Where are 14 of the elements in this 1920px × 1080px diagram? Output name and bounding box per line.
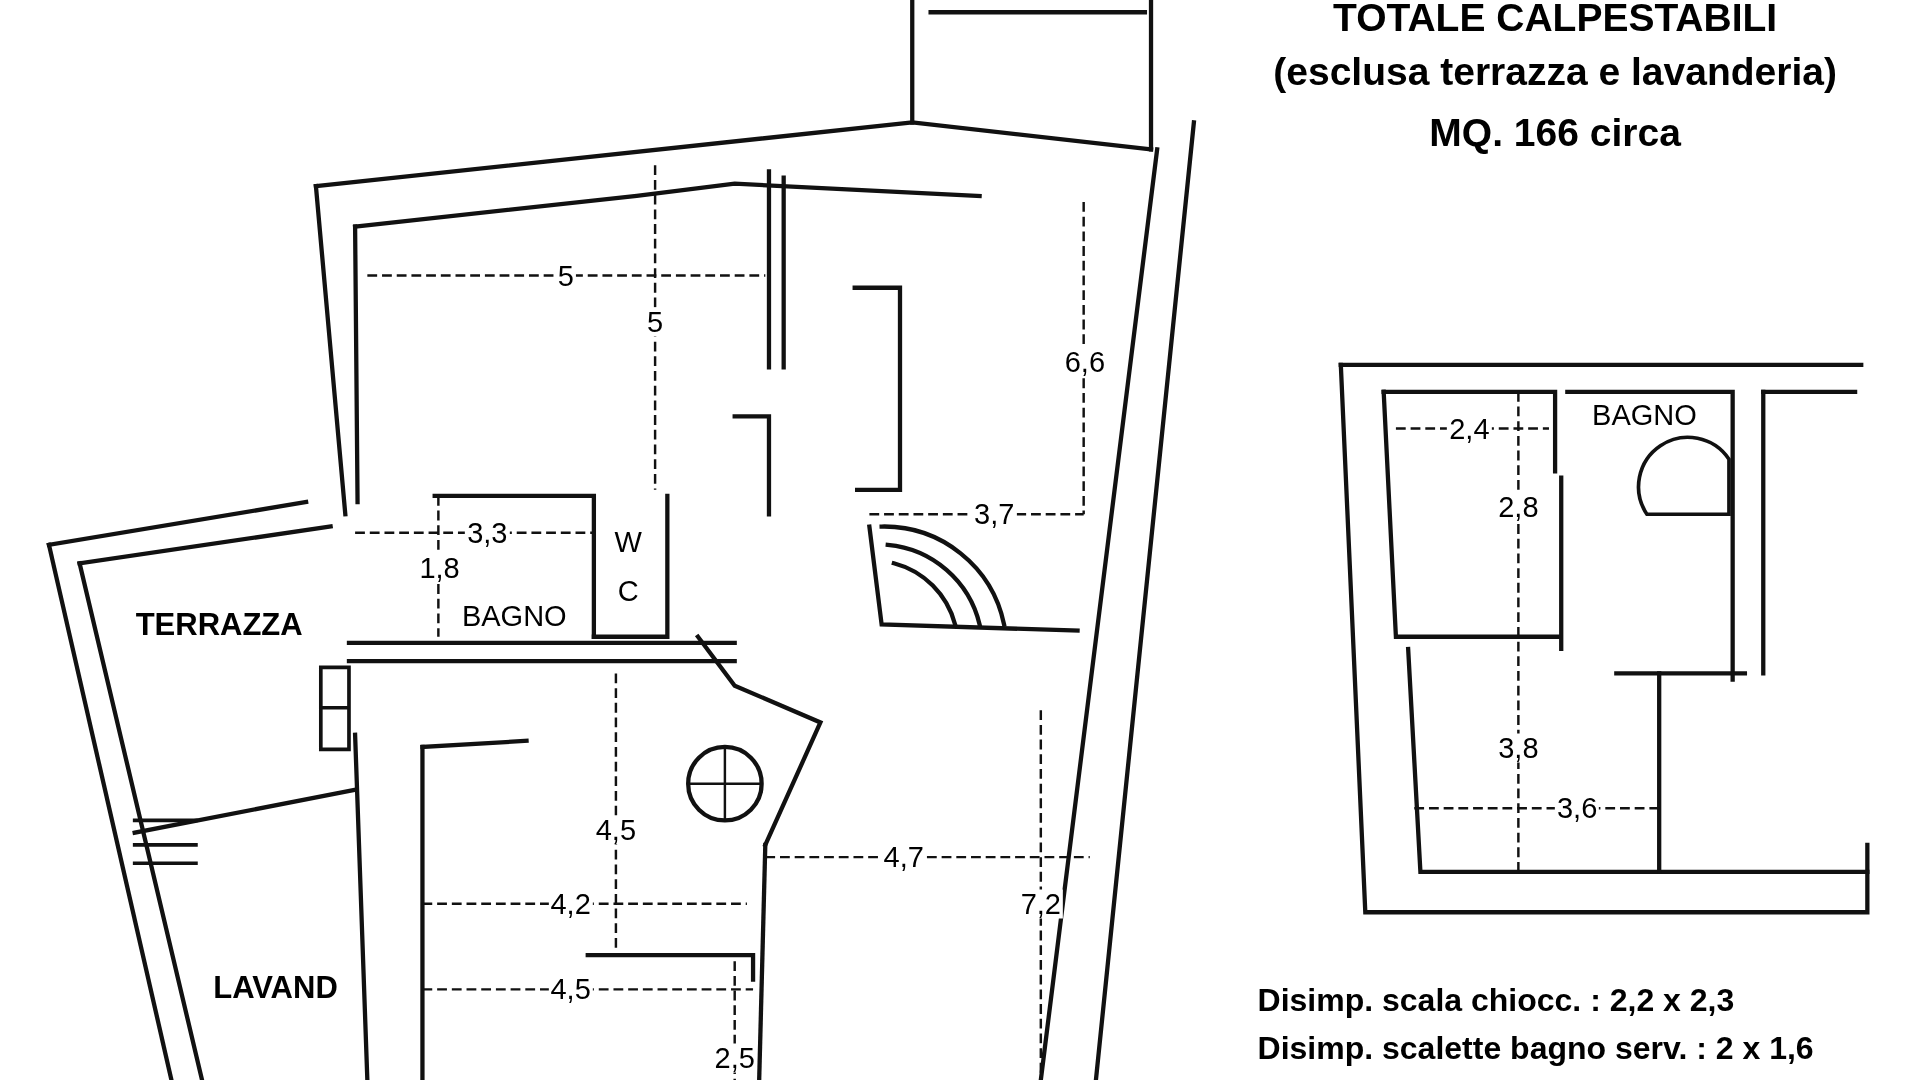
note-text: Disimp. scalette bagno serv. : 2 x 1,6 — [1257, 1032, 1814, 1065]
room-label: LAVAND — [213, 971, 338, 1003]
dimension-label: 2,5 — [712, 1043, 757, 1073]
room-label: BAGNO — [461, 601, 567, 631]
dimension-label: 3,8 — [1496, 733, 1541, 763]
dimension-label: 2,8 — [1496, 492, 1541, 522]
room-label: C — [617, 576, 639, 606]
room-label: BAGNO — [1592, 400, 1697, 430]
area-title: TOTALE CALPESTABILI — [1333, 0, 1778, 37]
area-title: (esclusa terrazza e lavanderia) — [1273, 51, 1837, 91]
room-label: W — [614, 527, 642, 557]
area-title: MQ. 166 circa — [1429, 112, 1681, 152]
note-text: Disimp. scala chiocc. : 2,2 x 2,3 — [1257, 984, 1735, 1017]
room-label: TERRAZZA — [135, 609, 303, 640]
